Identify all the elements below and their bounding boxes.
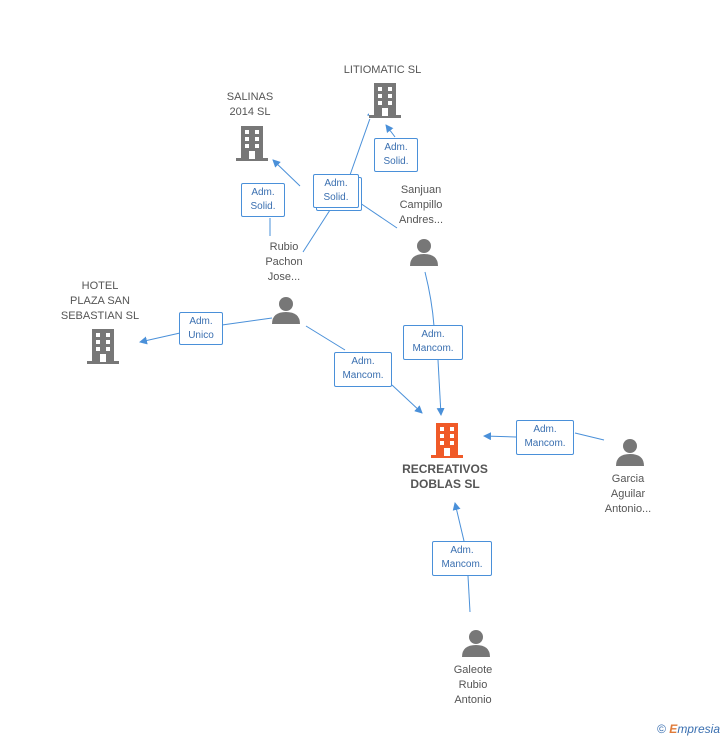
- edge-galeote-recreativos-arrow: [452, 502, 465, 542]
- edge-rubio-litiomatic-upper: [349, 109, 375, 176]
- node-label-hotel[interactable]: HOTEL PLAZA SAN SEBASTIAN SL: [60, 280, 140, 322]
- person-icon: [410, 239, 438, 266]
- node-label-litiomatic[interactable]: LITIOMATIC SL: [343, 64, 422, 76]
- edges: [139, 109, 605, 613]
- edge-badge-rubio-recreativos: Adm. Mancom.: [334, 352, 392, 387]
- edge-badge-sanjuan-recreativos: Adm. Mancom.: [403, 325, 463, 360]
- edge-rubio-hotel-arrow: [139, 332, 181, 345]
- edge-badge-sanjuan-litiomatic: Adm. Solid.: [374, 138, 418, 172]
- person-icon: [462, 630, 490, 657]
- edge-badge-garcia-recreativos: Adm. Mancom.: [516, 420, 574, 455]
- person-icon: [616, 439, 644, 466]
- node-label-recreativos[interactable]: RECREATIVOS DOBLAS SL: [402, 462, 488, 491]
- edge-rubio-hotel: [221, 317, 273, 326]
- node-label-galeote[interactable]: Galeote Rubio Antonio: [453, 664, 493, 706]
- edge-rubio-recreativos: [305, 325, 346, 351]
- node-label-salinas[interactable]: SALINAS 2014 SL: [226, 91, 274, 118]
- building-icon: [87, 329, 119, 364]
- edge-badge-rubio-salinas: Adm. Solid.: [241, 183, 285, 217]
- edge-galeote-recreativos: [467, 575, 471, 613]
- building-icon: [369, 83, 401, 119]
- node-label-rubio[interactable]: Rubio Pachon Jose...: [265, 241, 303, 283]
- edge-rubio-recreativos-arrow: [391, 384, 423, 414]
- building-icon: [236, 126, 268, 161]
- edge-badge-galeote-recreativos: Adm. Mancom.: [432, 541, 492, 576]
- edge-badge-rubio-litiomatic: Adm. Solid.: [313, 174, 359, 208]
- edge-garcia-recreativos: [574, 432, 605, 441]
- edge-sanjuan-recreativos-arrow: [436, 359, 445, 416]
- footer-brand[interactable]: © Empresia: [657, 722, 720, 736]
- person-icon: [272, 297, 300, 324]
- edge-sanjuan-recreativos: [424, 271, 435, 327]
- copyright-symbol: ©: [657, 722, 666, 736]
- edge-badge-rubio-hotel: Adm. Unico: [179, 312, 223, 345]
- edge-sanjuan-litiomatic: [385, 124, 396, 138]
- building-icon-main: [431, 423, 463, 458]
- node-label-sanjuan[interactable]: Sanjuan Campillo Andres...: [398, 184, 444, 226]
- edge-sanjuan-lower: [359, 202, 398, 229]
- edge-garcia-recreativos-arrow: [483, 432, 517, 441]
- edge-rubio-litiomatic: [302, 209, 331, 253]
- brand-name: mpresia: [677, 722, 720, 736]
- brand-initial: E: [669, 722, 678, 736]
- node-label-garcia[interactable]: Garcia Aguilar Antonio...: [604, 473, 652, 515]
- edge-rubio-salinas: [272, 159, 301, 187]
